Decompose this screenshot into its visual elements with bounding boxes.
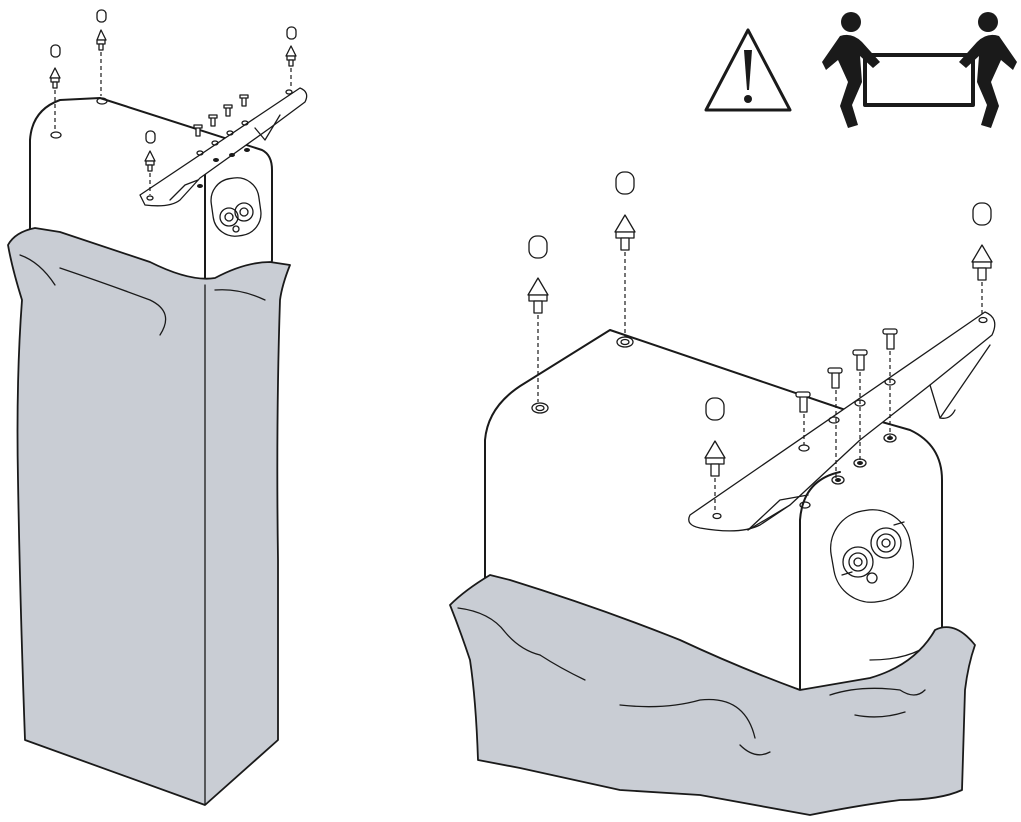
unpacked-speaker-small-view — [7, 9, 308, 806]
mounting-bracket-large — [688, 311, 996, 532]
warning-triangle-icon — [704, 28, 792, 112]
unpacked-speaker-large-view — [449, 171, 996, 816]
connector-panel — [829, 509, 915, 603]
spike-feet-large — [527, 171, 993, 512]
spike-feet-small — [49, 9, 297, 195]
protective-bag-small — [7, 227, 291, 806]
mounting-bracket — [139, 87, 308, 207]
protective-bag-large — [449, 574, 976, 816]
two-person-lift-icon — [822, 12, 1017, 128]
bracket-screws-large — [795, 328, 898, 478]
bracket-screws-small — [193, 94, 249, 137]
